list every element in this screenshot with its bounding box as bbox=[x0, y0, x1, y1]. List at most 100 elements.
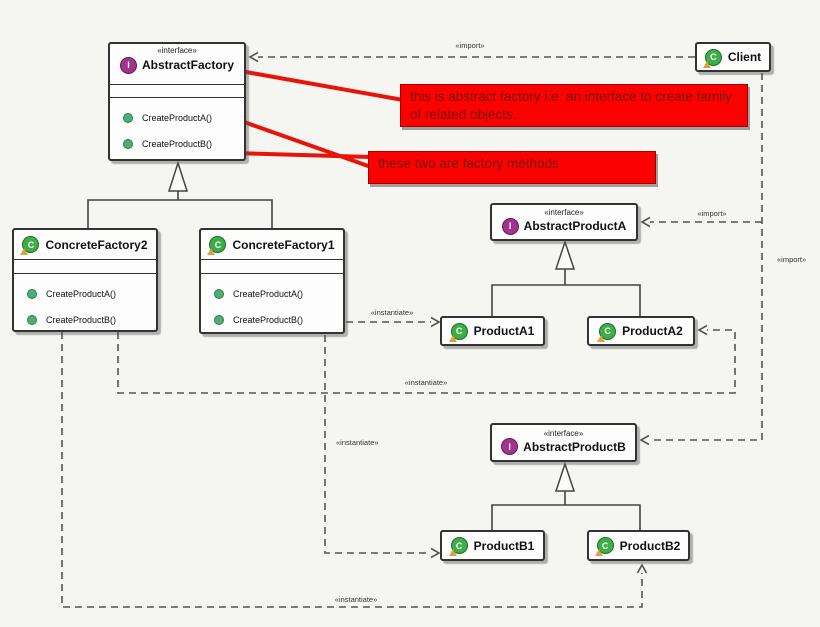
stereotype-label: «interface» bbox=[543, 428, 584, 438]
class-name: AbstractProductA bbox=[523, 219, 627, 234]
method-row: CreateProductB() bbox=[123, 131, 244, 157]
class-header: C ProductB2 bbox=[589, 532, 688, 559]
class-product-b1: C ProductB1 bbox=[440, 530, 545, 561]
class-product-b2: C ProductB2 bbox=[587, 530, 690, 561]
method-visibility-icon bbox=[27, 315, 37, 325]
method-label: CreateProductA() bbox=[142, 113, 213, 123]
fields-compartment bbox=[14, 259, 156, 273]
triangle-abstractfactory bbox=[167, 160, 189, 192]
edge-cf1-to-productb1 bbox=[324, 335, 431, 554]
method-visibility-icon bbox=[214, 315, 224, 325]
edge-cf2-to-producta2 bbox=[117, 329, 736, 394]
method-label: CreateProductB() bbox=[233, 315, 304, 325]
class-icon: C bbox=[448, 537, 468, 556]
stereotype-label: «interface» bbox=[157, 46, 197, 55]
class-header: C ProductB1 bbox=[442, 532, 543, 559]
class-concrete-factory2: C ConcreteFactory2 CreateProductA() Crea… bbox=[12, 228, 158, 332]
arrowhead-abstractproductb bbox=[639, 434, 650, 446]
method-row: CreateProductA() bbox=[27, 281, 156, 307]
class-badge-icon bbox=[597, 334, 606, 342]
methods-compartment: CreateProductA() CreateProductB() bbox=[110, 97, 244, 157]
class-product-a1: C ProductA1 bbox=[440, 316, 545, 346]
arrowhead-productb1 bbox=[430, 547, 441, 559]
class-badge-icon bbox=[20, 248, 29, 255]
method-row: CreateProductA() bbox=[214, 281, 343, 307]
method-visibility-icon bbox=[123, 139, 133, 149]
gen-productsB bbox=[491, 491, 641, 530]
class-product-a2: C ProductA2 bbox=[587, 316, 695, 346]
fields-compartment bbox=[110, 84, 244, 97]
class-abstract-product-b: «interface» I AbstractProductB bbox=[490, 423, 637, 462]
method-visibility-icon bbox=[214, 289, 224, 299]
method-label: CreateProductB() bbox=[46, 315, 117, 325]
edge-label-import-right: «import» bbox=[777, 255, 807, 264]
edge-label-instantiate-a1: «instantiate» bbox=[370, 308, 414, 317]
class-name: AbstractProductB bbox=[523, 439, 626, 454]
edge-label-instantiate-a2: «instantiate» bbox=[404, 378, 448, 387]
class-name: ProductA1 bbox=[473, 324, 535, 338]
method-label: CreateProductA() bbox=[233, 289, 304, 299]
gen-productsA bbox=[491, 269, 641, 316]
class-concrete-factory1: C ConcreteFactory1 CreateProductA() Crea… bbox=[199, 228, 345, 334]
method-visibility-icon bbox=[123, 113, 133, 123]
methods-compartment: CreateProductA() CreateProductB() bbox=[14, 273, 156, 333]
class-client: C Client bbox=[695, 42, 771, 72]
arrowhead-abstractfactory bbox=[248, 51, 259, 63]
class-abstract-factory: «interface» I AbstractFactory CreateProd… bbox=[108, 42, 246, 161]
class-name: ProductB1 bbox=[473, 538, 535, 553]
edge-label-instantiate-b1: «instantiate» bbox=[336, 438, 379, 447]
fields-compartment bbox=[201, 259, 343, 273]
class-badge-icon bbox=[594, 549, 603, 556]
class-header: C ProductA1 bbox=[442, 318, 543, 344]
class-header: «interface» I AbstractProductB bbox=[492, 425, 635, 460]
class-header: «interface» I AbstractFactory bbox=[110, 44, 244, 84]
pointer-note1-line bbox=[244, 70, 405, 102]
edge-label-instantiate-b2: «instantiate» bbox=[334, 595, 378, 604]
class-icon: C bbox=[20, 236, 40, 255]
class-badge-icon bbox=[702, 60, 711, 68]
class-name: ConcreteFactory1 bbox=[232, 237, 335, 252]
methods-compartment: CreateProductA() CreateProductB() bbox=[201, 273, 343, 333]
class-icon: C bbox=[597, 322, 617, 342]
class-icon: C bbox=[594, 537, 614, 556]
class-header: C Client bbox=[697, 44, 769, 70]
class-name: Client bbox=[727, 50, 762, 64]
class-name: AbstractFactory bbox=[141, 58, 235, 73]
class-badge-icon bbox=[448, 334, 457, 342]
annotation-abstract-factory: this is abstract factory i.e. an interfa… bbox=[400, 84, 748, 127]
class-name: ConcreteFactory2 bbox=[45, 237, 148, 252]
stereotype-label: «interface» bbox=[544, 208, 584, 218]
class-icon: C bbox=[702, 48, 722, 68]
triangle-abstractproducta bbox=[554, 239, 576, 270]
pointer-note2-line-a bbox=[225, 114, 373, 169]
class-header: «interface» I AbstractProductA bbox=[492, 205, 636, 239]
edge-label-import-top: «import» bbox=[455, 41, 485, 50]
method-row: CreateProductB() bbox=[27, 307, 156, 333]
edge-client-vertical bbox=[649, 73, 763, 441]
method-label: CreateProductA() bbox=[46, 289, 117, 299]
class-header: C ConcreteFactory2 bbox=[14, 230, 156, 259]
class-header: C ConcreteFactory1 bbox=[201, 230, 343, 259]
class-header: C ProductA2 bbox=[589, 318, 693, 344]
triangle-abstractproductb bbox=[554, 461, 576, 492]
class-badge-icon bbox=[448, 549, 457, 556]
class-icon: C bbox=[448, 322, 468, 342]
class-abstract-product-a: «interface» I AbstractProductA bbox=[490, 203, 638, 241]
class-name: ProductB2 bbox=[619, 538, 681, 553]
arrowhead-productb2 bbox=[636, 563, 648, 574]
edge-cf2-to-productb2 bbox=[61, 332, 643, 608]
method-row: CreateProductA() bbox=[123, 105, 244, 131]
class-badge-icon bbox=[207, 248, 216, 255]
arrowhead-producta1 bbox=[430, 316, 441, 328]
arrowhead-producta2 bbox=[697, 324, 708, 336]
interface-icon: I bbox=[501, 217, 519, 235]
method-label: CreateProductB() bbox=[142, 139, 213, 149]
gen-concretefactories bbox=[87, 191, 273, 228]
annotation-factory-methods: these two are factory methods bbox=[368, 151, 656, 184]
method-row: CreateProductB() bbox=[214, 307, 343, 333]
pointer-note2-line-b bbox=[231, 151, 373, 159]
edge-label-import-producta: «import» bbox=[697, 209, 727, 218]
method-visibility-icon bbox=[27, 289, 37, 299]
